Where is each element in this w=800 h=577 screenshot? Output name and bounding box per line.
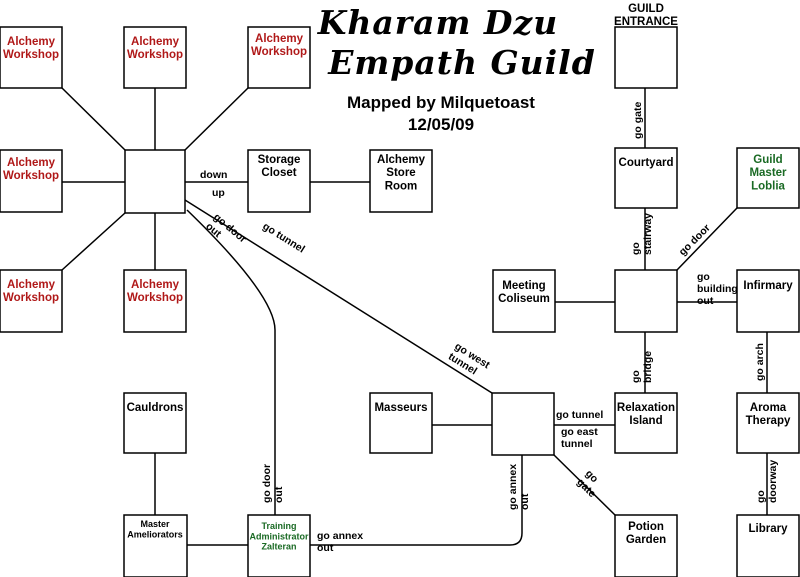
exit-label-go-door-out: go doorout bbox=[203, 211, 248, 255]
room-label: Cauldrons bbox=[127, 402, 184, 414]
room-hub[interactable] bbox=[124, 149, 186, 214]
path-hub-center-tunnel bbox=[184, 199, 493, 394]
path-center-training bbox=[310, 455, 523, 546]
map-title-line-1: Kharam Dzu bbox=[317, 3, 559, 42]
exit-label-go-bridge: gobridge bbox=[630, 351, 654, 383]
room-label: Masseurs bbox=[374, 402, 427, 414]
room-cauldrons[interactable]: Cauldrons bbox=[123, 392, 187, 454]
path-hub-workshop-1 bbox=[61, 87, 126, 151]
exit-label-up: up bbox=[212, 187, 225, 199]
exit-label-go-tunnel: go tunnel bbox=[260, 220, 306, 255]
room-center[interactable] bbox=[491, 392, 555, 456]
exit-label-go-gate-potion: gogate bbox=[574, 468, 606, 500]
exit-label-go-tunnel-relaxation: go tunnel bbox=[556, 409, 603, 421]
map-title-block: Kharam Dzu Empath Guild Mapped by Milque… bbox=[317, 3, 596, 134]
exit-label-go-arch: go arch bbox=[754, 343, 766, 381]
map-date: 12/05/09 bbox=[408, 115, 474, 134]
exit-label-go-door-out-training: go doorout bbox=[261, 464, 285, 503]
exit-label-go-gate: go gate bbox=[632, 102, 644, 139]
exit-label-go-doorway: godoorway bbox=[755, 460, 779, 503]
path-hub-workshop-5 bbox=[61, 212, 126, 271]
map-credit: Mapped by Milquetoast bbox=[347, 93, 535, 112]
exit-label-go-west-tunnel: go westtunnel bbox=[446, 340, 492, 381]
room-infirmary[interactable]: Infirmary bbox=[736, 269, 800, 333]
room-label: Infirmary bbox=[743, 280, 793, 292]
room-courtyard[interactable]: Courtyard bbox=[614, 147, 678, 209]
exit-label-go-stairway: gostairway bbox=[630, 213, 654, 255]
room-junction[interactable] bbox=[614, 269, 678, 333]
map-title-line-2: Empath Guild bbox=[327, 43, 596, 82]
room-label: Library bbox=[749, 523, 789, 535]
room-library[interactable]: Library bbox=[736, 514, 800, 577]
room-masseurs[interactable]: Masseurs bbox=[369, 392, 433, 454]
path-hub-workshop-3 bbox=[184, 87, 249, 151]
map-connections bbox=[61, 87, 768, 546]
exit-label-go-annex-out: go annexout bbox=[507, 464, 531, 510]
room-label: Courtyard bbox=[619, 157, 674, 169]
path-hub-training bbox=[186, 209, 276, 516]
path-junction-guildmaster bbox=[676, 207, 738, 271]
path-center-potion bbox=[553, 454, 616, 516]
exit-label-down: down bbox=[200, 169, 227, 181]
